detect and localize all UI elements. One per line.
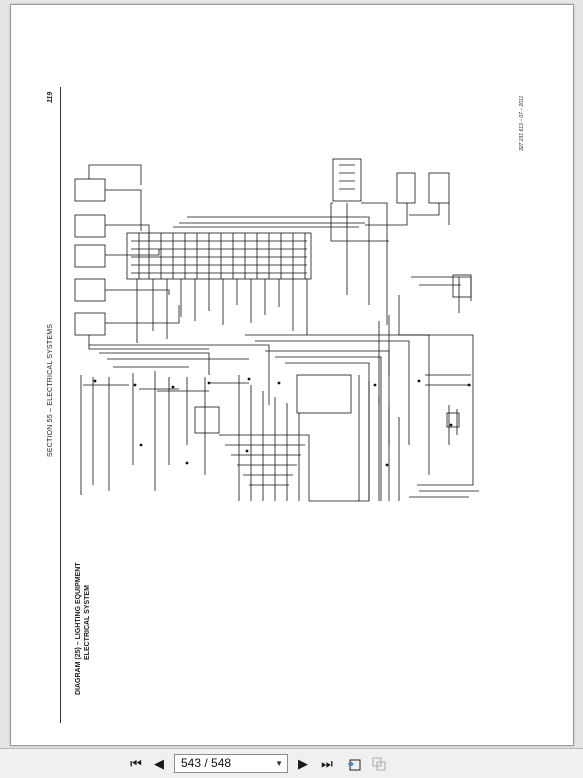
page-fit-icon[interactable] bbox=[345, 755, 363, 773]
skip-first-icon[interactable]: ⏮ bbox=[130, 756, 142, 771]
page-margin-rule bbox=[60, 87, 61, 723]
diagram-title: DIAGRAM (25) – LIGHTING EQUIPMENT bbox=[75, 562, 82, 695]
page-export-icon[interactable] bbox=[370, 755, 388, 773]
triangle-left-icon[interactable]: ◀ bbox=[154, 756, 164, 771]
chevron-down-icon: ▼ bbox=[275, 759, 283, 768]
skip-last-icon[interactable]: ⏭ bbox=[321, 756, 333, 771]
pdf-page: 119 SECTION 55 – ELECTRICAL SYSTEMS DIAG… bbox=[10, 4, 574, 746]
triangle-right-icon[interactable]: ▶ bbox=[298, 756, 308, 771]
page-indicator: 543 / 548 bbox=[181, 756, 232, 770]
diagram-subtitle: ELECTRICAL SYSTEM bbox=[84, 585, 91, 660]
wiring-diagram bbox=[74, 158, 479, 502]
viewer-toolbar: ⏮ ◀ 543 / 548 ▼ ▶ ⏭ bbox=[0, 748, 583, 778]
page-number: 119 bbox=[47, 91, 54, 103]
section-label: SECTION 55 – ELECTRICAL SYSTEMS bbox=[47, 323, 54, 457]
document-reference: 327 231 613 – 07 – 2011 bbox=[519, 95, 525, 151]
document-viewer[interactable]: 119 SECTION 55 – ELECTRICAL SYSTEMS DIAG… bbox=[0, 0, 583, 748]
page-number-dropdown[interactable]: 543 / 548 ▼ bbox=[174, 754, 288, 773]
